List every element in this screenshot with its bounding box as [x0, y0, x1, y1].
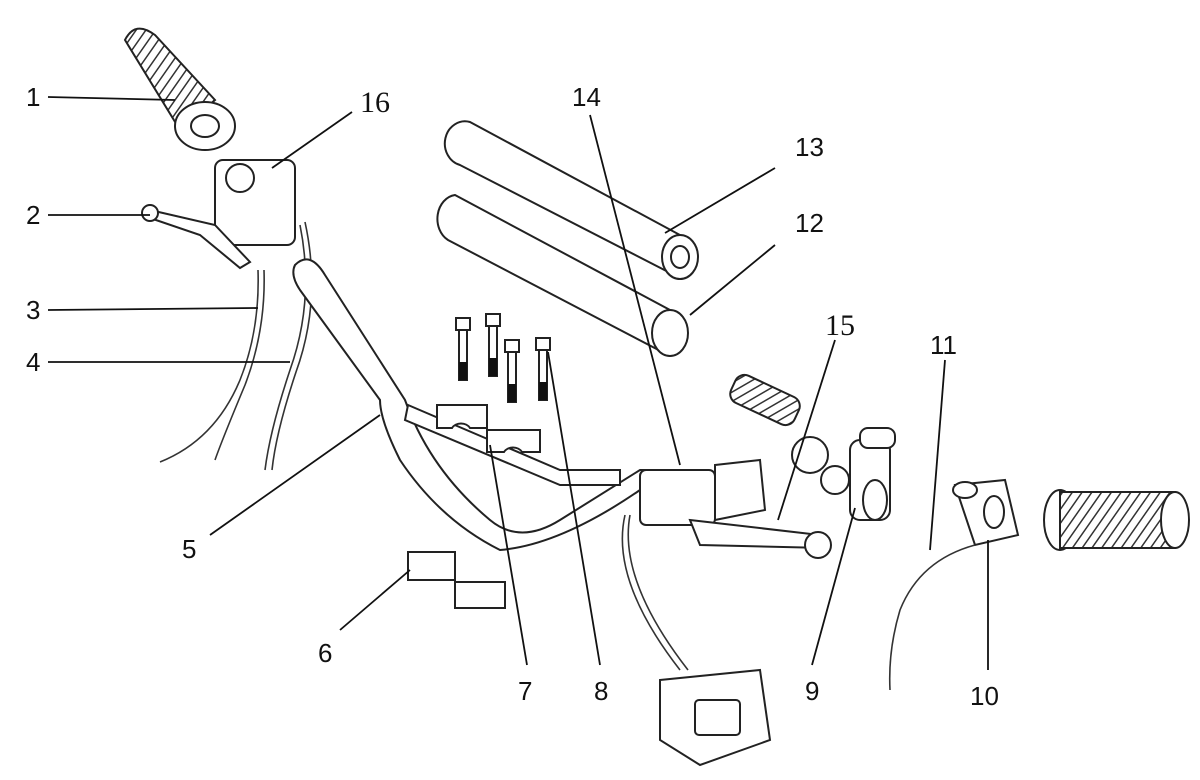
callout-1: 1 [26, 82, 40, 112]
upper-clamps [436, 404, 541, 453]
callout-6: 6 [318, 638, 332, 668]
brake-caliper [659, 668, 772, 767]
callout-2: 2 [26, 200, 40, 230]
callout-8: 8 [594, 676, 608, 706]
callout-11: 11 [930, 330, 957, 360]
switch-housing [888, 478, 1020, 691]
callout-4: 4 [26, 347, 40, 377]
throttle-housing [729, 373, 896, 521]
lower-clamps [407, 551, 506, 609]
callout-13: 13 [795, 132, 824, 162]
callout-12: 12 [795, 208, 824, 238]
bar-pads [436, 120, 699, 357]
callout-14: 14 [572, 82, 601, 112]
callout-5: 5 [182, 534, 196, 564]
handlebar [292, 258, 701, 552]
callout-3: 3 [26, 295, 40, 325]
left-grip [123, 27, 236, 151]
callout-10: 10 [970, 681, 999, 711]
callout-16: 16 [360, 86, 390, 119]
leader-lines [47, 96, 989, 670]
clamp-bolts [455, 313, 551, 403]
brake-master-cylinder [621, 458, 832, 671]
callout-9: 9 [805, 676, 819, 706]
callout-15: 15 [825, 309, 855, 342]
left-master-cylinder [141, 159, 296, 270]
right-grip [1043, 489, 1190, 551]
callout-7: 7 [518, 676, 532, 706]
